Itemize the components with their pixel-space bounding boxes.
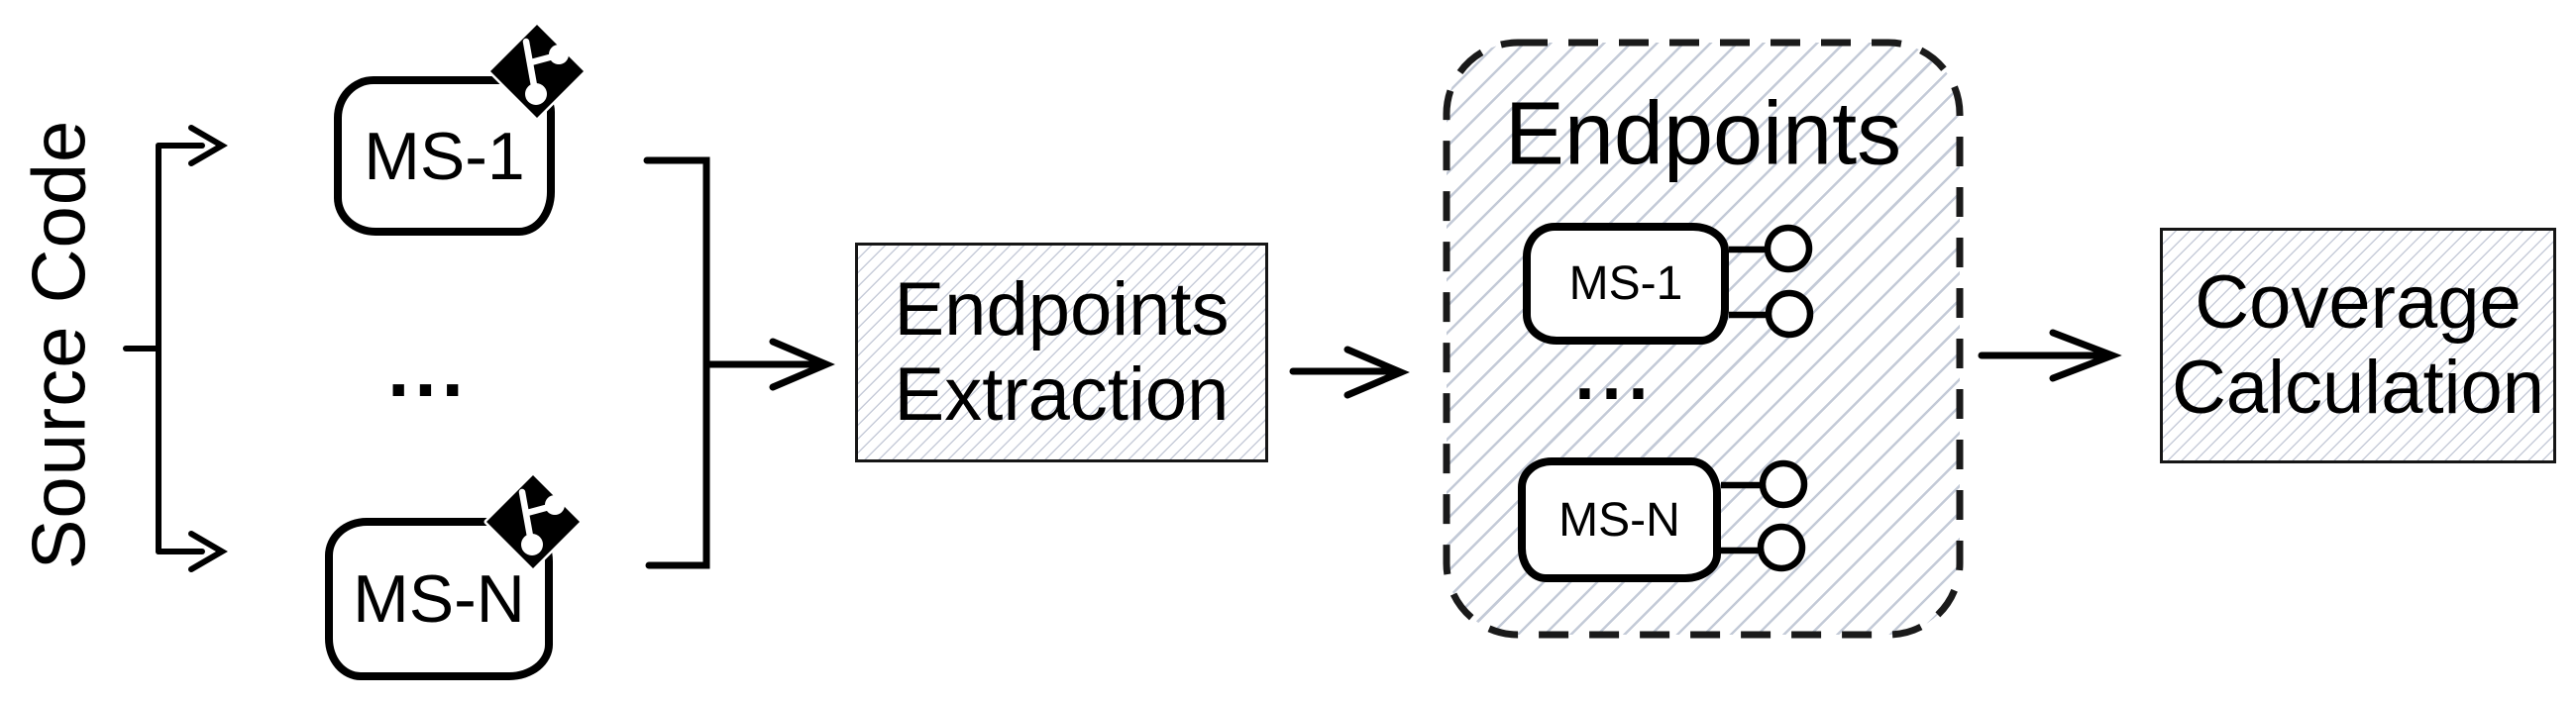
- collect-bracket-path: [643, 156, 710, 569]
- endpoints-ellipsis: ...: [1574, 336, 1656, 415]
- git-icon-branch: [527, 51, 561, 66]
- msn-source-label: MS-N: [353, 561, 525, 637]
- coverage-calculation-line2: Calculation: [2172, 346, 2544, 430]
- endpoints-extraction-line2: Extraction: [894, 352, 1230, 437]
- source-fanout-bracket: [123, 125, 228, 572]
- arrow-head: [1343, 346, 1410, 399]
- coverage-calculation-box: Coverage Calculation: [2160, 228, 2556, 463]
- source-repos-ellipsis: ...: [387, 325, 469, 413]
- msn-endpoints-box: MS-N: [1518, 457, 1721, 582]
- arrow-extraction-to-endpoints: [1289, 346, 1410, 399]
- git-icon-branch: [523, 502, 557, 517]
- git-icon-node: [549, 45, 569, 64]
- source-code-label: Source Code: [17, 119, 102, 570]
- endpoints-extraction-box: Endpoints Extraction: [855, 243, 1268, 462]
- ms1-source-label: MS-1: [364, 118, 525, 194]
- endpoints-container-title: Endpoints: [1504, 84, 1902, 184]
- repos-collect-bracket: [643, 156, 835, 569]
- arrow-to-extraction-head: [769, 338, 835, 391]
- msn-source-box: MS-N: [325, 518, 553, 680]
- ms1-endpoints-box: MS-1: [1523, 223, 1729, 345]
- arrowhead-to-ms1: [188, 125, 228, 166]
- arrow-head: [2049, 329, 2122, 382]
- msn-endpoints-label: MS-N: [1558, 493, 1680, 547]
- ms1-endpoints-label: MS-1: [1568, 257, 1683, 310]
- coverage-calculation-line1: Coverage: [2195, 260, 2522, 346]
- arrowhead-to-msn: [188, 531, 228, 572]
- endpoints-extraction-line1: Endpoints: [894, 267, 1230, 352]
- arrow-endpoints-to-coverage: [1978, 329, 2122, 382]
- git-icon-node: [545, 495, 565, 515]
- ms1-source-box: MS-1: [334, 76, 555, 236]
